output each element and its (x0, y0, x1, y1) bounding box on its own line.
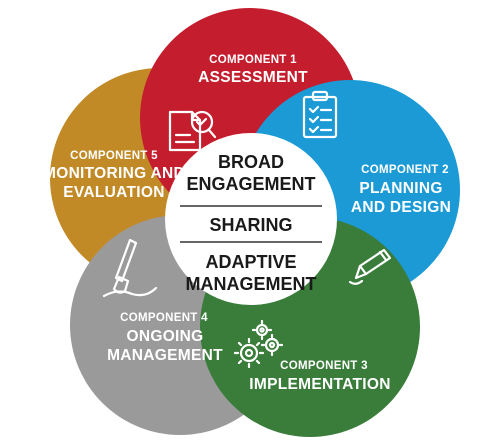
pencil-icon (348, 248, 392, 285)
component-1-title: ASSESSMENT (198, 69, 308, 86)
center-top-line-1: BROAD (218, 152, 284, 172)
center-top-line-2: ENGAGEMENT (186, 174, 315, 194)
center-circle (165, 133, 337, 305)
component-5-label: COMPONENT 5 (70, 150, 158, 162)
component-3-label: COMPONENT 3 (280, 360, 368, 372)
document-magnifier-icon (168, 110, 217, 152)
component-5-title-line-1: MONITORING AND (43, 165, 185, 182)
gears-icon (233, 319, 284, 369)
clipboard-checklist-icon (302, 90, 338, 139)
shovel-icon (102, 238, 158, 298)
component-4-title-line-2: MANAGEMENT (107, 347, 223, 364)
component-2-title-line-2: AND DESIGN (351, 199, 451, 216)
center-bottom-line-1: ADAPTIVE (205, 252, 296, 272)
component-2-label: COMPONENT 2 (361, 164, 449, 176)
center-bottom-line-2: MANAGEMENT (186, 274, 317, 294)
center-middle-text: SHARING (209, 215, 292, 235)
component-2-title-line-1: PLANNING (359, 180, 442, 197)
component-4-title-line-1: ONGOING (126, 328, 203, 345)
component-1-label: COMPONENT 1 (209, 54, 297, 66)
component-3-title: IMPLEMENTATION (249, 376, 390, 393)
component-4-label: COMPONENT 4 (120, 312, 208, 324)
component-5-title-line-2: EVALUATION (63, 184, 164, 201)
